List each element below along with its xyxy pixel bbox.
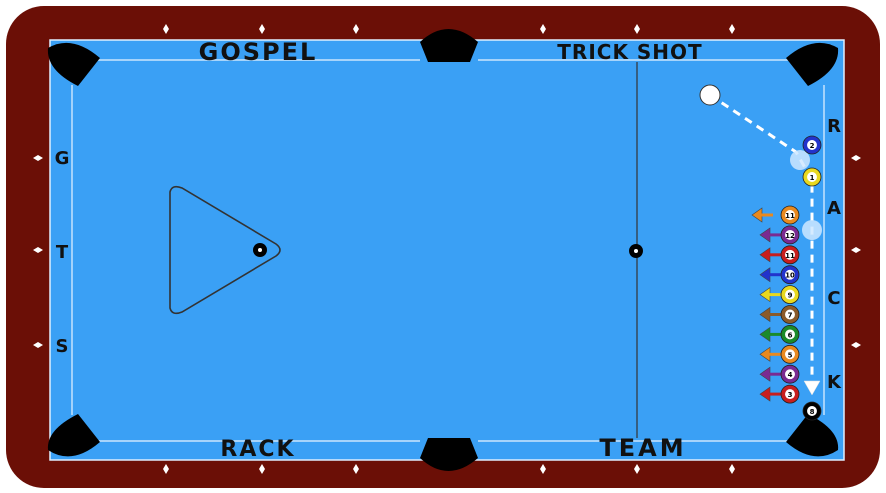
table-cloth bbox=[50, 40, 844, 460]
path-ball[interactable]: 1 bbox=[803, 168, 821, 186]
column-ball[interactable]: 9 bbox=[781, 286, 799, 304]
ghost-ball bbox=[790, 150, 810, 170]
ball-arrow-shaft bbox=[769, 333, 781, 336]
column-ball[interactable]: 11 bbox=[781, 206, 799, 224]
ball-number: 8 bbox=[810, 408, 815, 416]
column-ball[interactable]: 11 bbox=[781, 246, 799, 264]
ball-number: 10 bbox=[785, 272, 795, 280]
column-ball[interactable]: 4 bbox=[781, 365, 799, 383]
ball-number: 3 bbox=[788, 391, 793, 399]
ball-number: 4 bbox=[788, 371, 793, 379]
rail-text-team: TEAM bbox=[599, 434, 686, 462]
ball-number: 11 bbox=[785, 252, 795, 260]
rail-text-trick-shot: TRICK SHOT bbox=[557, 40, 702, 64]
left-letter-t: T bbox=[56, 242, 69, 263]
rail-text-gospel: GOSPEL bbox=[199, 38, 318, 66]
column-ball[interactable]: 10 bbox=[781, 266, 799, 284]
ball-number: 7 bbox=[788, 312, 793, 320]
right-letter-c: C bbox=[827, 288, 840, 309]
ball-arrow-shaft bbox=[769, 313, 781, 316]
column-ball[interactable]: 12 bbox=[781, 226, 799, 244]
column-ball[interactable]: 6 bbox=[781, 325, 799, 343]
right-letter-a: A bbox=[827, 198, 841, 219]
ball-number: 5 bbox=[788, 351, 793, 359]
right-letter-r: R bbox=[827, 116, 841, 137]
ball-arrow-shaft bbox=[769, 393, 781, 396]
ball-number: 9 bbox=[788, 292, 793, 300]
ball-number: 1 bbox=[810, 174, 815, 182]
left-letter-g: G bbox=[55, 148, 70, 169]
left-letter-s: S bbox=[56, 336, 69, 357]
foot-spot-center bbox=[634, 249, 638, 253]
rail-text-rack: RACK bbox=[220, 437, 295, 462]
ball-arrow-shaft bbox=[769, 353, 781, 356]
ball-arrow-shaft bbox=[769, 373, 781, 376]
column-ball[interactable]: 7 bbox=[781, 306, 799, 324]
ball-arrow-shaft bbox=[761, 214, 773, 217]
cue-ball-icon[interactable] bbox=[700, 85, 720, 105]
ball-arrow-shaft bbox=[769, 253, 781, 256]
ball-number: 11 bbox=[785, 212, 795, 220]
ball-arrow-shaft bbox=[769, 233, 781, 236]
right-letter-k: K bbox=[827, 372, 842, 393]
column-ball[interactable]: 3 bbox=[781, 385, 799, 403]
ball-number: 12 bbox=[785, 232, 795, 240]
ball-number: 2 bbox=[810, 142, 815, 150]
ghost-ball bbox=[802, 220, 822, 240]
ball-arrow-shaft bbox=[769, 293, 781, 296]
column-ball[interactable]: 5 bbox=[781, 345, 799, 363]
ball-number: 6 bbox=[788, 331, 793, 339]
ball-arrow-shaft bbox=[769, 273, 781, 276]
path-ball[interactable]: 8 bbox=[803, 402, 821, 420]
path-ball[interactable]: 2 bbox=[803, 136, 821, 154]
rack-spot-center bbox=[258, 248, 262, 252]
